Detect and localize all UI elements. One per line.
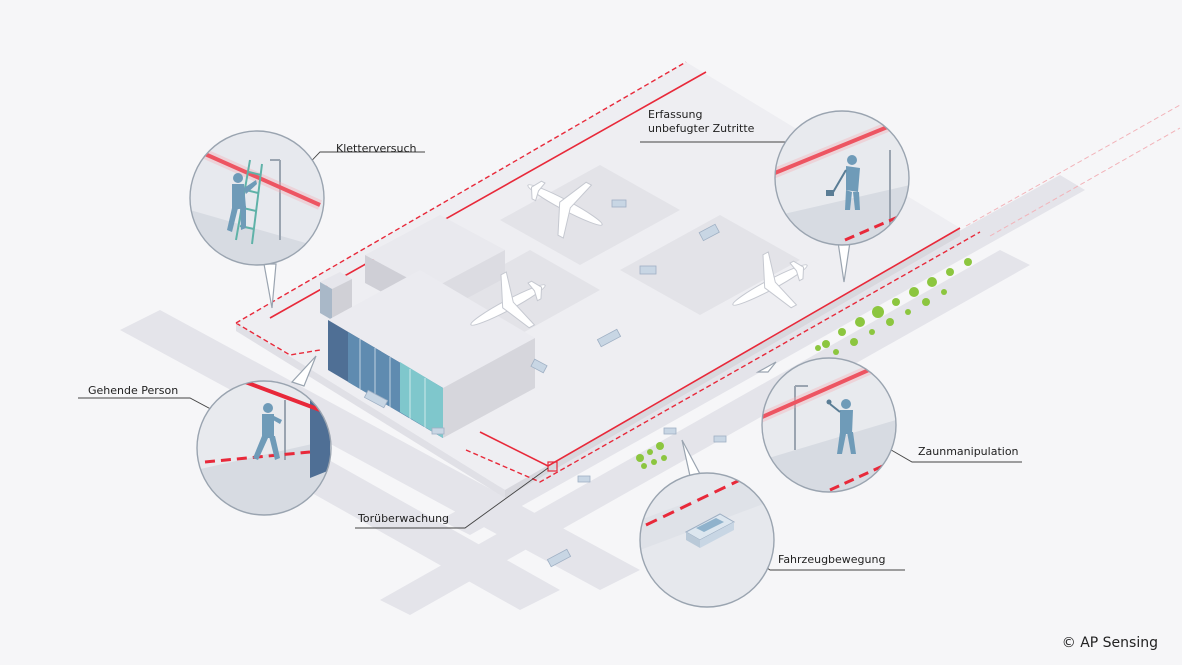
- label-climbing: Kletterversuch: [336, 142, 417, 155]
- gate-sensor-icon: [547, 461, 558, 472]
- callout-climbing: [189, 130, 325, 266]
- outer-perimeter-fence: [235, 61, 981, 483]
- person-icon: [826, 155, 860, 210]
- label-vehicle: Fahrzeugbewegung: [778, 553, 886, 566]
- tree-icon: [636, 258, 972, 469]
- airplane-icon: [470, 180, 808, 329]
- car-icon: [684, 513, 736, 548]
- label-intrusion-line1: Erfassung: [648, 108, 703, 121]
- callout-pointers: [263, 241, 851, 477]
- person-icon: [253, 403, 282, 460]
- person-icon: [227, 173, 257, 232]
- vehicle-set: [363, 199, 727, 568]
- label-gate: Torüberwachung: [358, 512, 450, 525]
- callout-intrusion: [774, 110, 910, 246]
- person-icon: [826, 399, 856, 454]
- label-intrusion-line2: unbefugter Zutritte: [648, 122, 755, 135]
- terminal-building: [328, 270, 535, 438]
- callout-vehicle: [639, 472, 775, 608]
- callout-walking: [196, 380, 332, 516]
- copyright-notice: © AP Sensing: [1061, 635, 1158, 651]
- label-walking: Gehende Person: [88, 384, 179, 397]
- label-fence-manipulation: Zaunmanipulation: [918, 445, 1019, 458]
- callout-fence: [761, 357, 897, 493]
